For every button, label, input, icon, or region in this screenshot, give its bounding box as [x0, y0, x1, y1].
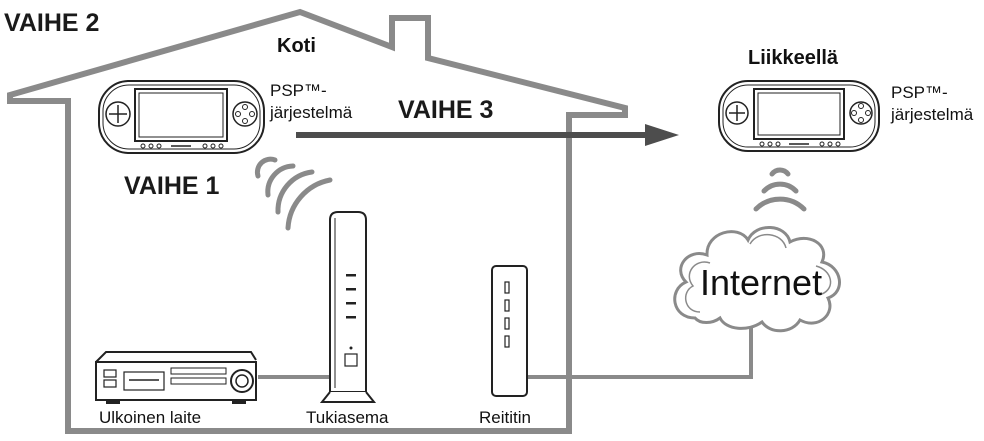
psp-away-label-line1: PSP™-: [891, 83, 948, 102]
cable-router-to-internet: [527, 315, 753, 379]
internet-label: Internet: [700, 262, 822, 303]
external-device-label: Ulkoinen laite: [99, 408, 201, 427]
vcr-device-icon: [95, 351, 257, 404]
psp-away-label-line2: järjestelmä: [890, 105, 974, 124]
step3-label: VAIHE 3: [398, 96, 493, 124]
access-point-label: Tukiasema: [306, 408, 389, 427]
step3-arrow-head: [645, 124, 679, 146]
wireless-access-point-icon: [319, 211, 377, 403]
house-outline: [7, 8, 628, 434]
home-label: Koti: [277, 35, 316, 57]
psp-away-icon: [718, 80, 880, 152]
psp-home-label-line2: järjestelmä: [269, 103, 353, 122]
step1-label: VAIHE 1: [124, 172, 219, 200]
on-the-go-label: Liikkeellä: [748, 47, 839, 69]
step2-label: VAIHE 2: [4, 9, 99, 37]
psp-home-label-line1: PSP™-: [270, 81, 327, 100]
psp-home-icon: [98, 80, 265, 154]
wireless-waves-away-icon: [753, 167, 807, 212]
internet-cloud-icon: [673, 226, 841, 333]
router-label: Reititin: [479, 408, 531, 427]
router-icon: [491, 265, 528, 397]
wireless-waves-home-icon: [254, 156, 333, 231]
